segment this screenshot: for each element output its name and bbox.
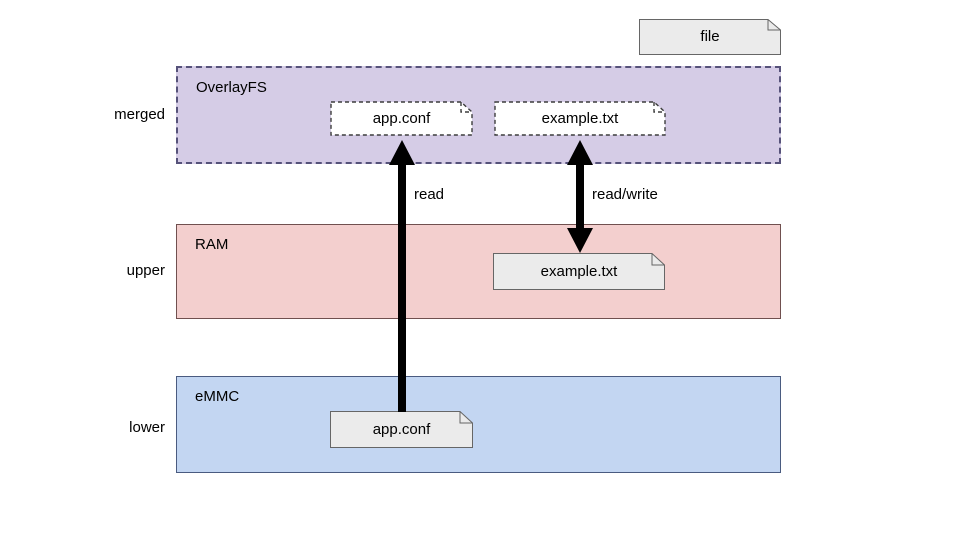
arrow-double-icon [567,140,593,253]
arrow-read [382,138,422,414]
note-icon [493,253,665,290]
upper-file-example-txt: example.txt [493,253,665,290]
layer-lower: eMMC [176,376,781,473]
note-icon [639,19,781,55]
arrow-up-icon [389,140,415,412]
note-icon [494,101,666,136]
note-icon [330,411,473,448]
merged-file-app-conf: app.conf [330,101,473,136]
arrow-read-write-label: read/write [592,186,658,203]
arrow-read-write [560,138,600,255]
row-label-upper: upper [126,262,165,279]
layer-merged-title: OverlayFS [196,79,267,96]
lower-file-app-conf: app.conf [330,411,473,448]
row-label-lower: lower [129,419,165,436]
note-icon [330,101,473,136]
legend-file-shape: file [639,19,781,55]
row-label-merged: merged [114,106,165,123]
layer-upper: RAM [176,224,781,319]
layer-upper-title: RAM [195,236,229,253]
layer-lower-title: eMMC [195,388,240,405]
arrow-read-label: read [414,186,445,203]
layer-merged: OverlayFS [176,66,781,164]
merged-file-example-txt: example.txt [494,101,666,136]
